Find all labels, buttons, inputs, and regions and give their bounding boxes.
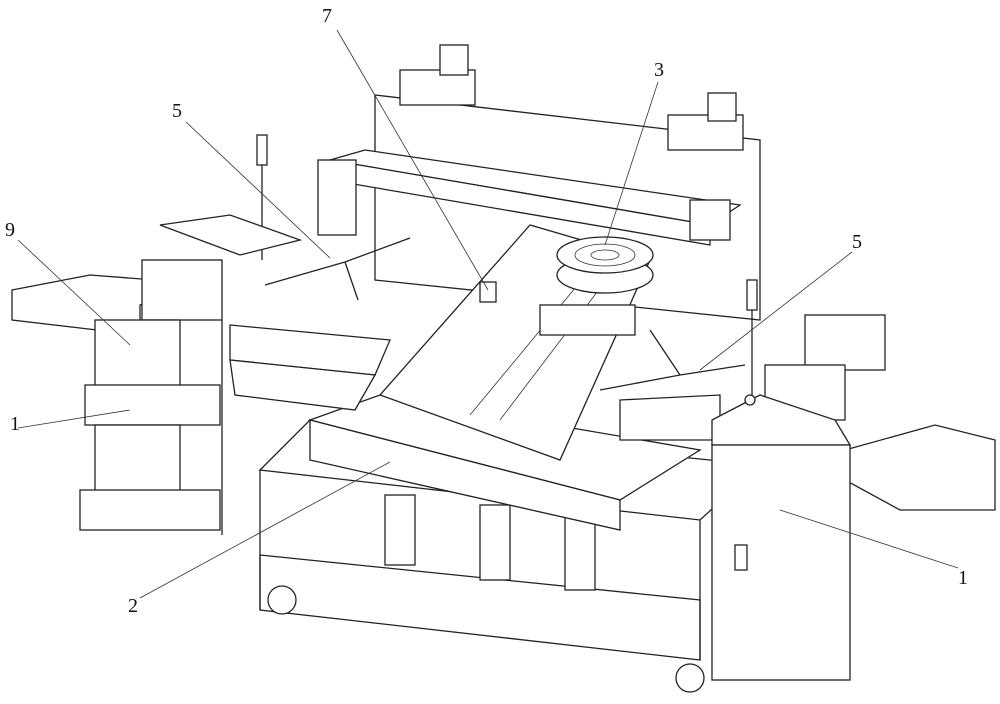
label-5-left: 5 bbox=[172, 100, 182, 122]
gantry bbox=[317, 44, 761, 321]
rotary-table bbox=[539, 236, 654, 336]
label-5-right: 5 bbox=[852, 231, 862, 253]
left-gripper bbox=[229, 134, 411, 411]
left-magazine bbox=[11, 214, 303, 535]
label-3: 3 bbox=[654, 59, 664, 81]
label-1-left: 1 bbox=[10, 413, 20, 435]
label-9: 9 bbox=[5, 219, 15, 241]
right-cabinet bbox=[711, 314, 996, 681]
label-7: 7 bbox=[322, 5, 332, 27]
label-1-right: 1 bbox=[958, 567, 968, 589]
sensor-part bbox=[479, 281, 497, 303]
label-2: 2 bbox=[128, 595, 138, 617]
leader-lines bbox=[17, 29, 959, 599]
